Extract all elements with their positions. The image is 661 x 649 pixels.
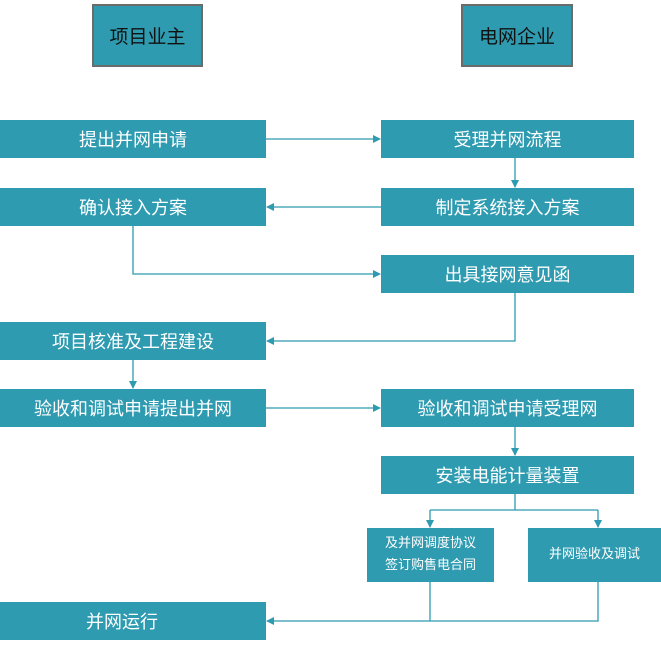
- owner-column-label: 项目业主: [109, 26, 186, 48]
- step-acceptance-accept-label: 验收和调试申请受理网: [417, 399, 598, 420]
- arrow-confirm-to-opinion: [132, 226, 381, 278]
- step-install-meter: 安装电能计量装置: [381, 456, 634, 494]
- step-confirm-plan: 确认接入方案: [0, 188, 266, 226]
- step-opinion-letter: 出具接网意见函: [381, 255, 634, 293]
- step-grid-acceptance: 并网验收及调试: [528, 528, 661, 582]
- step-install-meter-label: 安装电能计量装置: [435, 466, 580, 487]
- step-apply-label: 提出并网申请: [79, 130, 187, 151]
- step-acceptance-apply: 验收和调试申请提出并网: [0, 389, 266, 427]
- step-apply: 提出并网申请: [0, 120, 266, 158]
- step-grid-acceptance-label: 并网验收及调试: [548, 547, 640, 562]
- step-operation-label: 并网运行: [86, 612, 158, 633]
- step-sign-agreement-line1: 及并网调度协议: [384, 536, 476, 551]
- step-sign-agreement: 及并网调度协议 签订购售电合同: [367, 528, 494, 582]
- step-approval-build-label: 项目核准及工程建设: [52, 332, 214, 353]
- step-acceptance-apply-label: 验收和调试申请提出并网: [34, 399, 232, 420]
- arrow-grid-acceptance-down: [266, 582, 599, 625]
- step-opinion-letter-label: 出具接网意见函: [444, 265, 571, 286]
- step-sign-agreement-line2: 签订购售电合同: [384, 558, 476, 573]
- grid-column-label: 电网企业: [478, 26, 555, 48]
- owner-column-header: 项目业主: [92, 4, 203, 67]
- step-acceptance-accept: 验收和调试申请受理网: [381, 389, 634, 427]
- step-accept-flow: 受理并网流程: [381, 120, 634, 158]
- step-operation: 并网运行: [0, 602, 266, 640]
- grid-column-header: 电网企业: [461, 4, 573, 67]
- step-make-plan-label: 制定系统接入方案: [435, 198, 580, 219]
- step-confirm-plan-label: 确认接入方案: [79, 198, 187, 219]
- step-approval-build: 项目核准及工程建设: [0, 322, 266, 360]
- step-accept-flow-label: 受理并网流程: [453, 130, 562, 151]
- step-make-plan: 制定系统接入方案: [381, 188, 634, 226]
- arrow-opinion-to-approval: [266, 293, 516, 345]
